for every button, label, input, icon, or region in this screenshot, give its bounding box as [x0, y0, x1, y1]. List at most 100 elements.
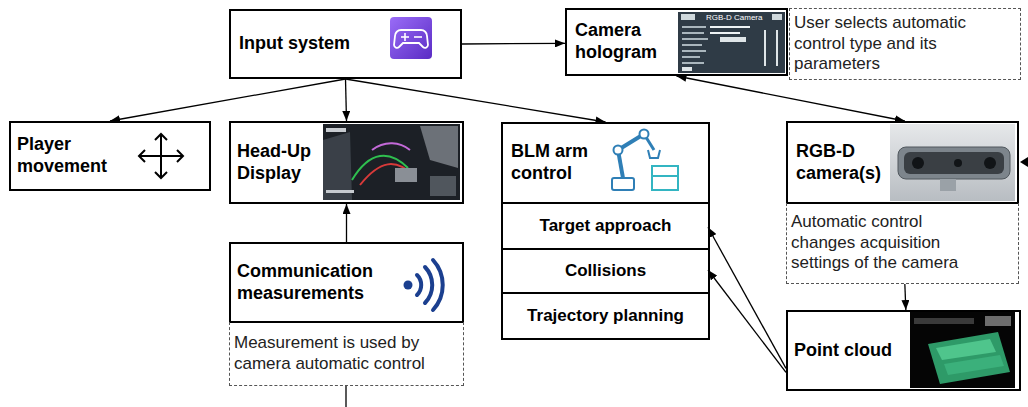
wireless-arc — [433, 260, 443, 310]
process-box: Communication measurements — [229, 242, 464, 323]
robot-joint — [640, 130, 649, 139]
arrow-head — [139, 150, 145, 162]
ui-slider — [710, 32, 740, 34]
camera-face — [904, 152, 1004, 174]
connector-arrow — [708, 270, 786, 372]
process-box: RGB-D camera(s) — [786, 121, 1019, 204]
camera-lens — [954, 159, 962, 167]
cloud-highlight — [944, 355, 1004, 375]
robot-base — [612, 178, 634, 190]
node-title: Point cloud — [794, 340, 914, 362]
connector-arrow — [346, 79, 347, 121]
ui-row — [682, 26, 706, 28]
photo-ground — [890, 124, 1015, 201]
hologram-screenshot — [678, 12, 785, 73]
ui-row — [682, 56, 700, 58]
ui-slider — [776, 30, 778, 66]
process-box: Input system — [229, 9, 462, 79]
ui-row — [682, 44, 702, 46]
wireless-icon — [404, 260, 443, 310]
robot-arm-icon — [612, 130, 678, 191]
scene-trajectory — [372, 143, 410, 150]
arrow-head — [155, 172, 167, 178]
ui-row — [682, 62, 704, 64]
ui-button — [682, 67, 692, 71]
camera-lens — [984, 157, 996, 169]
outgoing-line — [345, 386, 346, 407]
note-text: User selects automatic control type and … — [794, 13, 1018, 74]
sub-process-box: Collisions — [503, 248, 708, 292]
camera-lens — [912, 157, 924, 169]
screenshot-ground — [678, 12, 785, 73]
cloud-highlight — [936, 339, 996, 360]
point-cloud-image — [910, 312, 1015, 388]
sub-process-box: Target approach — [503, 202, 708, 248]
connector-arrow — [462, 43, 565, 45]
minus-bar — [414, 36, 422, 38]
scene-object — [430, 176, 456, 196]
note-box: Measurement is used by camera automatic … — [229, 322, 464, 386]
process-box: Player movement — [9, 121, 211, 191]
ui-row — [682, 32, 704, 34]
robot-joint — [614, 146, 623, 155]
arrow-head — [155, 134, 167, 140]
gamepad-outline — [394, 30, 428, 48]
note-text: Automatic control changes acquisition se… — [791, 212, 987, 273]
scene-arm — [420, 126, 458, 168]
connector-arrow — [110, 79, 346, 121]
node-title: RGB-D camera(s) — [796, 141, 896, 184]
robot-gripper — [648, 150, 660, 158]
node-title: Communication measurements — [237, 261, 405, 304]
ui-row — [682, 38, 708, 40]
camera-photo — [890, 124, 1015, 201]
arrow-shaft — [160, 134, 162, 178]
node-title: BLM arm control — [511, 141, 603, 184]
node-title: Collisions — [503, 261, 708, 281]
ui-slider — [764, 30, 766, 66]
camera-body — [898, 147, 1010, 179]
connector-arrow — [346, 204, 347, 242]
hud-screenshot — [323, 124, 460, 200]
note-box: User selects automatic control type and … — [789, 8, 1021, 80]
ui-button — [681, 14, 695, 20]
note-box: Automatic control changes acquisition se… — [786, 203, 1019, 284]
cloud-background — [914, 318, 974, 324]
process-box: Target approachCollisionsTrajectory plan… — [501, 122, 710, 340]
scene-wall — [323, 132, 352, 200]
arrow-head — [177, 150, 183, 162]
icon-tile — [390, 17, 432, 59]
node-title: Player movement — [17, 134, 141, 177]
screenshot-caption: RGB-D Camera — [706, 13, 762, 22]
connector-arrow — [905, 284, 906, 310]
scene-object — [395, 168, 417, 182]
node-title: Head-Up Display — [237, 141, 327, 184]
connector-arrow — [677, 76, 905, 121]
connector-arrow — [708, 227, 786, 368]
gamepad-icon — [390, 17, 432, 59]
process-box: Point cloud — [786, 310, 1021, 391]
hud-text-row — [326, 190, 354, 193]
cloud-background — [985, 316, 1011, 326]
ui-row — [682, 50, 706, 52]
camera-mount — [940, 179, 956, 191]
wireless-arc — [417, 275, 421, 295]
node-title: Camera hologram — [575, 20, 683, 63]
hud-text-row — [326, 128, 346, 132]
process-box: Head-Up Display — [229, 121, 464, 204]
wireless-dot — [404, 281, 413, 290]
node-title: Input system — [239, 33, 389, 55]
ui-slider — [710, 26, 750, 28]
robot-target-box — [652, 166, 678, 190]
incoming-arrow — [1020, 157, 1028, 167]
ui-field — [720, 37, 746, 42]
image-ground — [910, 312, 1015, 388]
cloud-object — [928, 332, 1010, 384]
connector-arrow — [346, 79, 606, 122]
node-title: Target approach — [503, 216, 708, 236]
screenshot-ground — [323, 124, 460, 200]
sub-process-box: Trajectory planning — [503, 292, 708, 338]
ui-button — [772, 14, 782, 20]
note-text: Measurement is used by camera automatic … — [234, 333, 462, 374]
